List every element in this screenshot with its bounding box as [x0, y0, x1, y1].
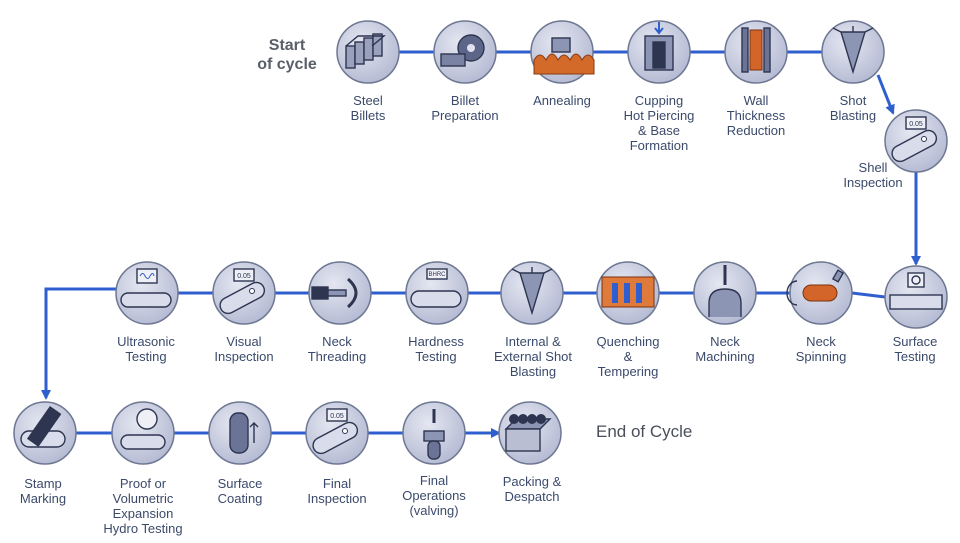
machining-icon [708, 265, 742, 317]
furnace-icon [533, 37, 595, 75]
quench-icon [601, 276, 655, 308]
step-7: 0.05 [884, 109, 948, 173]
step-label: Wall Thickness Reduction [726, 93, 786, 138]
step-14 [308, 261, 372, 325]
step-label: Shell Inspection [843, 160, 903, 190]
inspection-icon: 0.05 [891, 116, 938, 163]
step-13: BHRC [405, 261, 469, 325]
step-label: Packing & Despatch [502, 474, 562, 504]
packing-icon [504, 414, 552, 452]
ultrasonic-icon [120, 268, 172, 308]
step-5 [724, 20, 788, 84]
hardness-icon: BHRC [410, 268, 462, 308]
start-of-cycle-title: Start of cycle [257, 37, 317, 73]
step-label: Neck Spinning [795, 334, 847, 364]
svg-text:0.05: 0.05 [237, 273, 251, 280]
step-20: 0.05 [305, 401, 369, 465]
threading-icon [311, 277, 358, 309]
svg-text:0.05: 0.05 [330, 413, 344, 420]
step-15: 0.05 [212, 261, 276, 325]
step-label: Quenching & Tempering [596, 334, 660, 379]
valving-icon [423, 409, 445, 460]
step-12 [500, 261, 564, 325]
end-of-cycle-title: End of Cycle [596, 422, 693, 441]
connector-5 [876, 74, 895, 115]
step-label: Proof or Volumetric Expansion Hydro Test… [103, 476, 183, 536]
step-3 [530, 20, 595, 84]
svg-text:0.05: 0.05 [909, 121, 923, 128]
inspection-icon: 0.05 [312, 408, 359, 455]
coating-icon [229, 412, 259, 454]
step-22 [498, 401, 562, 465]
spinning-icon [786, 269, 845, 306]
svg-text:BHRC: BHRC [428, 272, 446, 278]
step-label: Final Operations (valving) [402, 473, 466, 518]
step-4 [627, 20, 691, 84]
shot-blast-icon [832, 26, 874, 75]
step-label: Final Inspection [307, 476, 367, 506]
inspection-icon: 0.05 [219, 268, 266, 315]
step-11 [596, 261, 660, 325]
step-10 [693, 261, 757, 325]
step-9 [786, 261, 853, 325]
step-1 [336, 20, 400, 84]
step-16 [115, 261, 179, 325]
surface-test-icon [889, 272, 943, 310]
step-label: Surface Coating [217, 476, 263, 506]
step-label: Cupping Hot Piercing & Base Formation [623, 93, 695, 153]
step-21 [402, 401, 466, 465]
flow-connectors [41, 50, 921, 438]
step-label: Surface Testing [892, 334, 938, 364]
step-label: Billet Preparation [431, 93, 499, 123]
step-label: Ultrasonic Testing [117, 334, 175, 364]
connector-7 [851, 291, 886, 299]
step-17 [13, 401, 77, 465]
step-label: Neck Machining [695, 334, 755, 364]
stamp-icon [20, 406, 66, 448]
step-2 [433, 20, 497, 84]
step-label: Steel Billets [350, 93, 386, 123]
press-icon [644, 22, 674, 71]
step-label: Neck Threading [307, 334, 367, 364]
step-label: Visual Inspection [214, 334, 274, 364]
step-label: Internal & External Shot Blasting [493, 334, 573, 379]
step-18 [111, 401, 175, 465]
step-label: Annealing [533, 93, 591, 108]
draw-bench-icon [741, 27, 771, 73]
hydro-test-icon [120, 408, 166, 450]
step-label: Shot Blasting [829, 93, 877, 123]
step-label: Stamp Marking [19, 476, 67, 506]
saw-icon [440, 34, 485, 67]
step-6 [821, 20, 885, 84]
connector-15 [41, 287, 116, 400]
step-19 [208, 401, 272, 465]
shot-blast-icon [511, 267, 553, 316]
step-label: Hardness Testing [408, 334, 464, 364]
step-8 [884, 265, 948, 329]
billets-icon [345, 33, 386, 69]
